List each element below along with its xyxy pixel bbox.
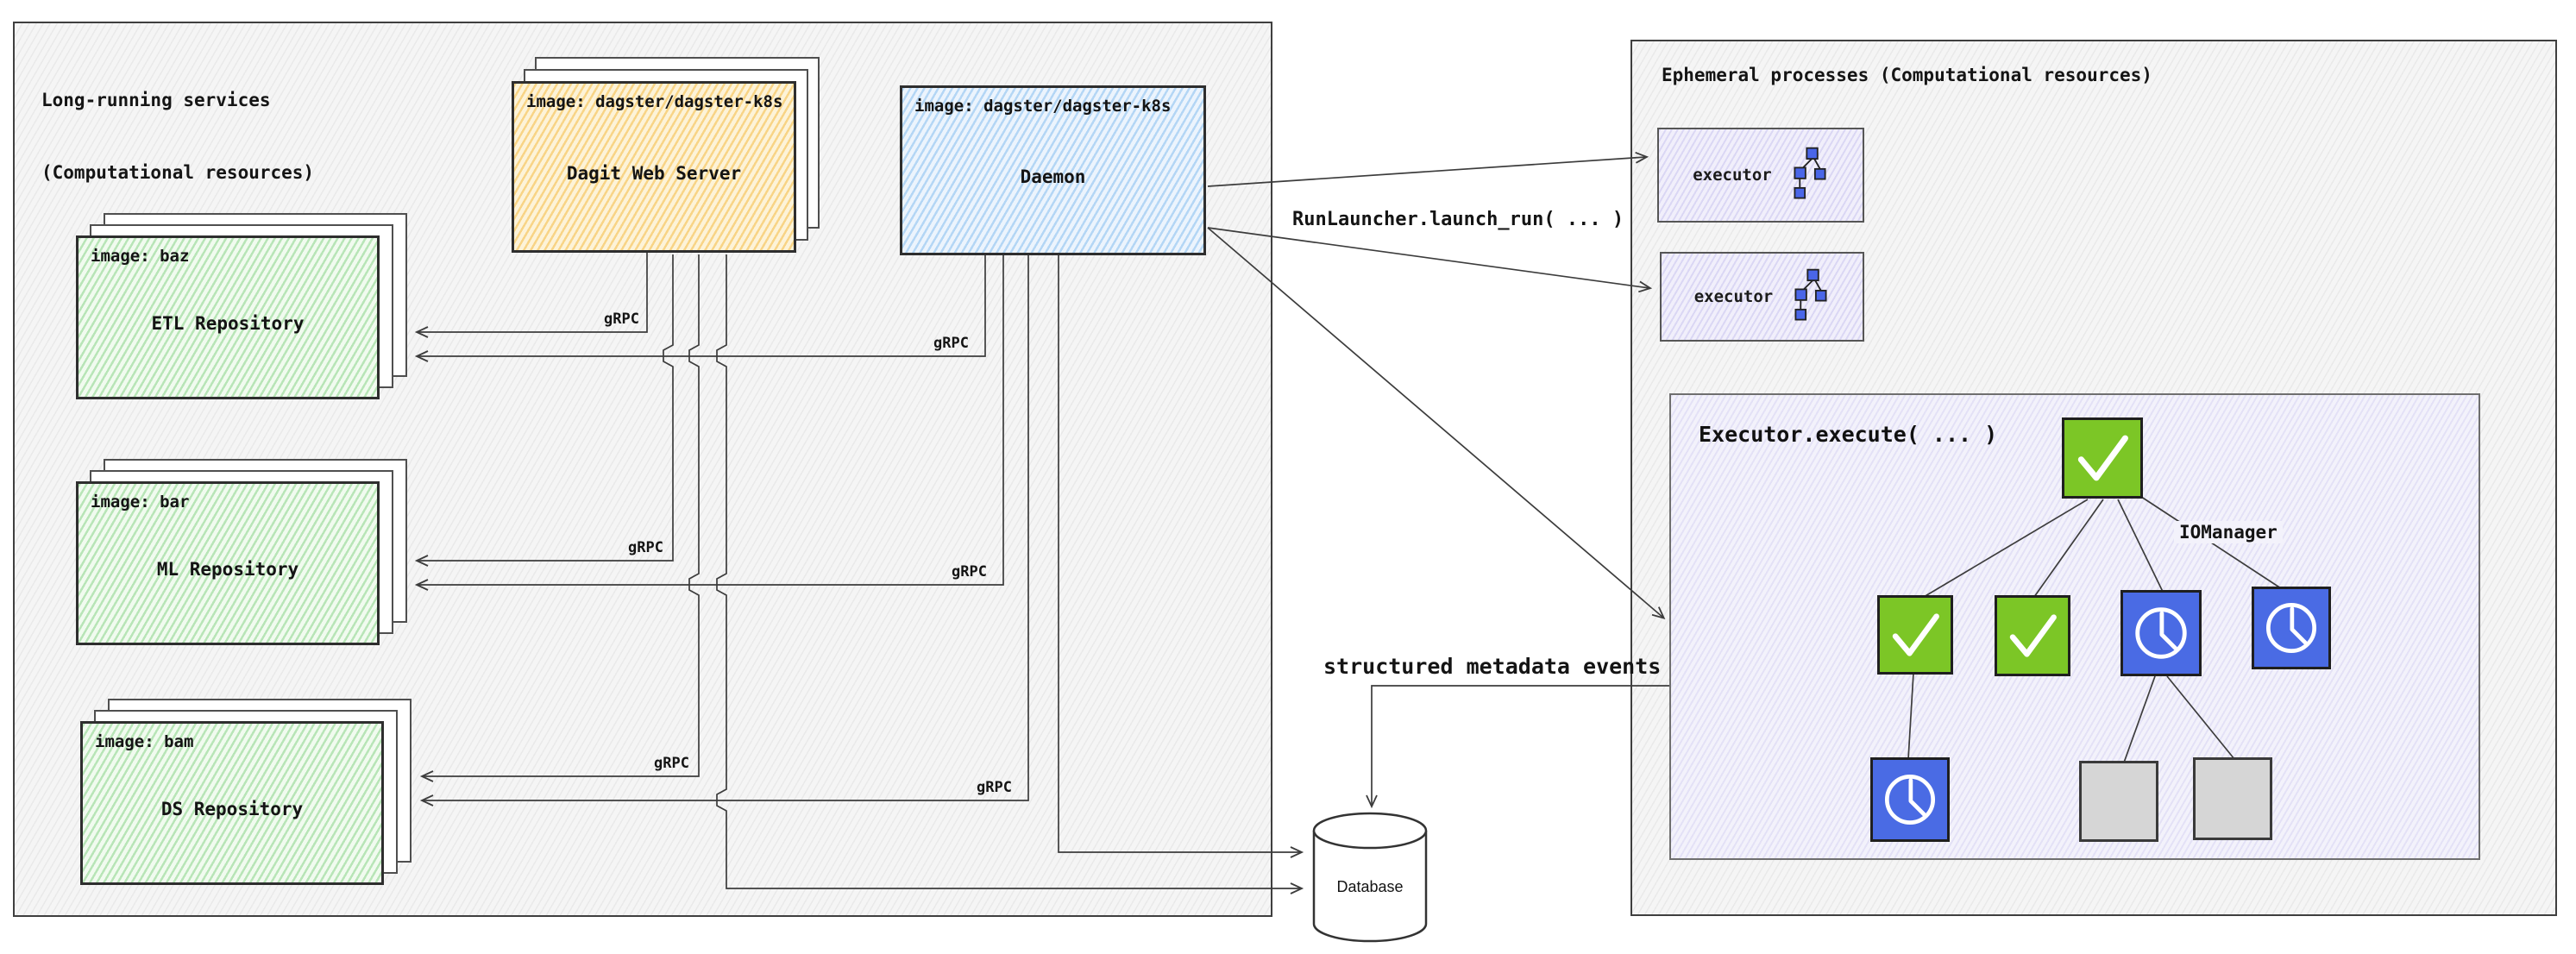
clock-icon [1884,774,1936,825]
clock-icon [2135,607,2187,659]
dag-edge-2-6 [1907,672,1914,760]
ml-image-label: image: bar [91,493,190,512]
wire-daemon-executor-2 [1207,227,1653,293]
dag-node-pending-4 [2120,590,2202,676]
dagit-image-label: image: dagster/dagster-k8s [526,92,783,111]
dag-node-pending-5 [2252,587,2331,669]
dag-edge-root-4 [2117,499,2164,594]
executor-box-1: executor [1657,128,1864,223]
grpc-label-daemon-etl: gRPC [933,335,969,352]
grpc-label-daemon-ml: gRPC [952,563,987,581]
database-cylinder [1311,809,1429,947]
ml-title: ML Repository [156,559,299,581]
wire-daemon-etl [414,255,986,362]
wire-dagit-ml [414,254,674,567]
right-panel-title: Ephemeral processes (Computational resou… [1662,65,2152,85]
grpc-label-dagit-etl: gRPC [604,311,639,328]
check-icon [1892,613,1939,656]
dagit-title: Dagit Web Server [566,163,742,185]
ds-image-label: image: bam [95,732,194,751]
ds-title: DS Repository [160,799,304,820]
ds-repository-box: image: bam DS Repository [80,721,384,885]
daemon-box: image: dagster/dagster-k8s Daemon [900,85,1206,255]
dag-node-pending-6 [1870,757,1950,842]
wire-daemon-db [1058,255,1304,858]
daemon-title: Daemon [1020,166,1086,188]
executor-execute-title: Executor.execute( ... ) [1699,422,1998,447]
executor-box-2: executor [1660,252,1864,342]
left-panel-title-line1: Long-running services [41,90,271,111]
check-icon [2077,435,2128,481]
dag-edge-root-2 [1923,499,2089,598]
wire-dagit-ds [419,254,700,782]
database-label: Database [1336,878,1404,895]
check-icon [2009,614,2057,657]
grpc-label-daemon-ds: gRPC [977,779,1012,796]
wire-metadata-db [1366,685,1669,809]
wire-daemon-executor-1 [1207,151,1649,187]
grpc-label-dagit-ds: gRPC [654,755,689,772]
dag-node-queued-7 [2079,761,2158,842]
wire-daemon-ml [414,255,1004,591]
dag-edge-4-7 [2123,675,2156,763]
daemon-image-label: image: dagster/dagster-k8s [914,97,1172,116]
etl-image-label: image: baz [91,247,190,266]
dag-icon [1792,267,1830,327]
left-panel-title-line2: (Computational resources) [41,161,315,183]
metadata-events-label: structured metadata events [1323,654,1662,679]
dag-edge-4-8 [2166,675,2235,760]
wire-daemon-execute-box [1207,227,1666,620]
dag-icon [1791,146,1829,205]
iomanager-label: IOManager [2174,521,2283,543]
dag-edge-root-3 [2033,499,2104,598]
dag-node-success-3 [1995,595,2070,676]
executor-2-label: executor [1693,287,1774,306]
dag-node-queued-8 [2193,757,2272,840]
dag-node-success-root [2062,417,2143,499]
executor-1-label: executor [1693,166,1772,185]
run-launcher-label: RunLauncher.launch_run( ... ) [1292,209,1624,230]
wire-dagit-db [716,254,1304,894]
etl-repository-box: image: baz ETL Repository [76,235,380,399]
dag-node-success-2 [1877,595,1953,675]
wire-daemon-ds [419,255,1029,807]
ml-repository-box: image: bar ML Repository [76,481,380,645]
etl-title: ETL Repository [151,313,305,335]
clock-icon [2265,602,2317,654]
left-panel-title: Long-running services (Computational res… [41,41,314,209]
dagit-web-server-box: image: dagster/dagster-k8s Dagit Web Ser… [512,81,796,253]
grpc-label-dagit-ml: gRPC [628,539,663,556]
wire-dagit-etl [414,253,648,338]
